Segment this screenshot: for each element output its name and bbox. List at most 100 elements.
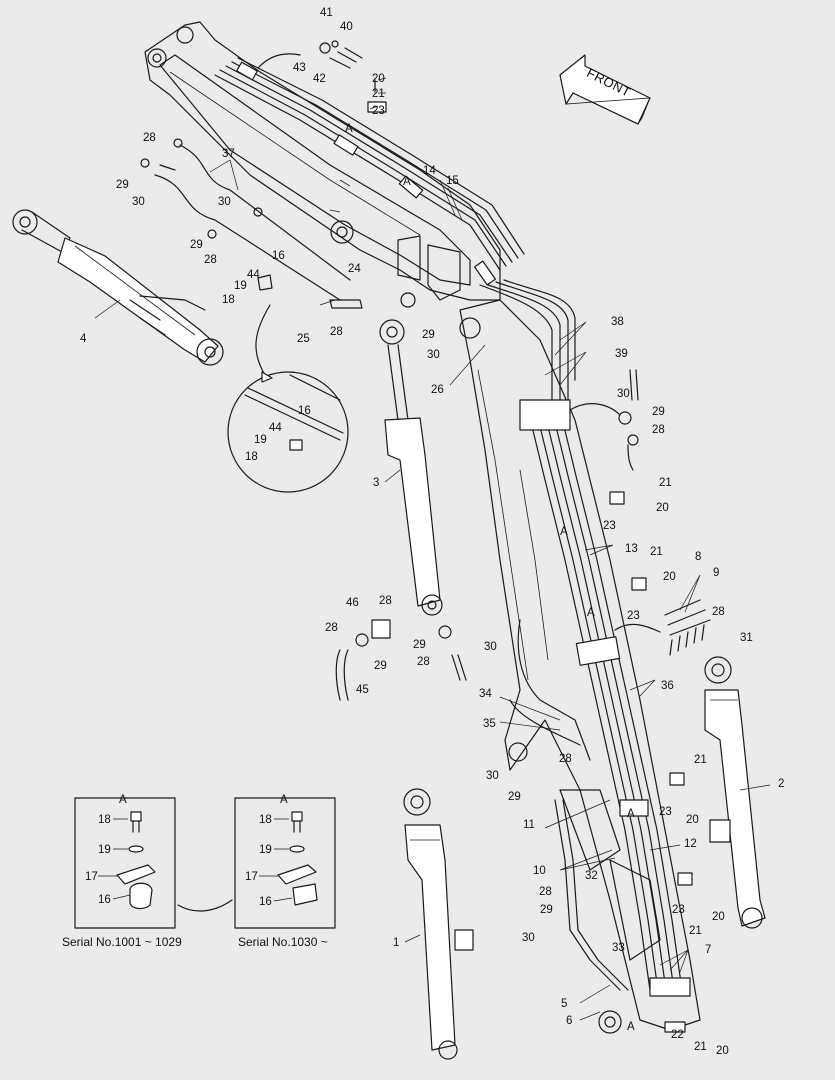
callout-10: 10 [533,865,546,877]
detail-box-1-label-19: 19 [98,844,111,856]
callout-21: 21 [694,754,707,766]
callout-21: 21 [689,925,702,937]
callout-28: 28 [417,656,430,668]
leader-arrow-2 [569,403,621,416]
callout-9: 9 [713,567,719,579]
callout-31: 31 [740,632,753,644]
callout-A: A [560,526,568,538]
callout-21: 21 [650,546,663,558]
callout-44: 44 [269,422,282,434]
callout-16: 16 [272,250,285,262]
callout-19: 19 [234,280,247,292]
callout-30: 30 [484,641,497,653]
callout-28: 28 [379,595,392,607]
boom-pipe-bundle [214,57,576,401]
callout-29: 29 [652,406,665,418]
detail-box-a-1030: A 18 19 17 16 Serial No.1030 ~ [234,794,336,949]
leader-arrow-1 [257,53,301,69]
callout-18: 18 [222,294,235,306]
callout-43: 43 [293,62,306,74]
callout-23: 23 [372,105,385,117]
callout-5: 5 [561,998,567,1010]
callout-23: 23 [603,520,616,532]
callout-25: 25 [297,333,310,345]
detail-box-2-label-16: 16 [259,896,272,908]
detail-box-a-1001: A 18 19 17 16 Serial No.1001 ~ 1029 [62,794,182,949]
callout-29: 29 [422,329,435,341]
callout-A: A [345,123,353,135]
callout-23: 23 [627,610,640,622]
callout-23: 23 [659,806,672,818]
callout-30: 30 [486,770,499,782]
callout-28: 28 [539,886,552,898]
callout-28: 28 [143,132,156,144]
detail-box-1-label-16: 16 [98,894,111,906]
callout-29: 29 [508,791,521,803]
callout-A: A [587,607,595,619]
callout-3: 3 [373,477,379,489]
callout-16: 16 [298,405,311,417]
callout-29: 29 [116,179,129,191]
cylinder-2 [704,656,766,929]
callout-28: 28 [652,424,665,436]
callout-22: 22 [671,1029,684,1041]
callout-35: 35 [483,718,496,730]
callout-18: 18 [245,451,258,463]
callout-28: 28 [712,606,725,618]
callout-41: 41 [320,7,333,19]
callout-11: 11 [523,819,535,831]
callout-30: 30 [427,349,440,361]
detail-box-1-label-18: 18 [98,814,111,826]
callout-38: 38 [611,316,624,328]
callout-13: 13 [625,543,638,555]
front-direction-arrow: FRONT [559,54,651,125]
detail-box-title: A [280,794,288,806]
detail-box-2-label-17: 17 [245,871,258,883]
detail-circle [227,304,349,493]
callout-8: 8 [695,551,701,563]
boom-structure [144,21,501,308]
callout-29: 29 [374,660,387,672]
callout-24: 24 [348,263,361,275]
callout-44: 44 [247,269,260,281]
callout-45: 45 [356,684,369,696]
callout-6: 6 [566,1015,572,1027]
callout-21: 21 [659,477,672,489]
detail-box-2-caption: Serial No.1030 ~ [238,935,328,949]
callout-14: 14 [423,165,436,177]
callout-32: 32 [585,870,598,882]
leader-arrow-3 [614,623,661,633]
callout-30: 30 [522,932,535,944]
callout-21: 21 [372,88,385,100]
callout-20: 20 [716,1045,729,1057]
arm-pipe-bundle [509,399,691,997]
callout-A: A [403,176,411,188]
callout-12: 12 [684,838,697,850]
leader-arrow-4 [177,899,233,912]
callout-37: 37 [222,148,235,160]
callout-19: 19 [254,434,267,446]
callout-30: 30 [617,388,630,400]
callout-2: 2 [778,778,784,790]
callout-23: 23 [672,904,685,916]
callout-28: 28 [559,753,572,765]
cylinder-1 [403,788,474,1060]
callout-20: 20 [372,73,385,85]
callout-20: 20 [656,502,669,514]
pipe-37 [140,138,363,309]
detail-box-2-label-18: 18 [259,814,272,826]
callout-29: 29 [190,239,203,251]
cylinder-4 [12,209,224,366]
callout-30: 30 [132,196,145,208]
callout-39: 39 [615,348,628,360]
detail-box-1-label-17: 17 [85,871,98,883]
hardware-clusters [257,40,711,1033]
callout-28: 28 [330,326,343,338]
callout-34: 34 [479,688,492,700]
callout-A: A [627,808,635,820]
callout-46: 46 [346,597,359,609]
callout-36: 36 [661,680,674,692]
callout-21: 21 [694,1041,707,1053]
